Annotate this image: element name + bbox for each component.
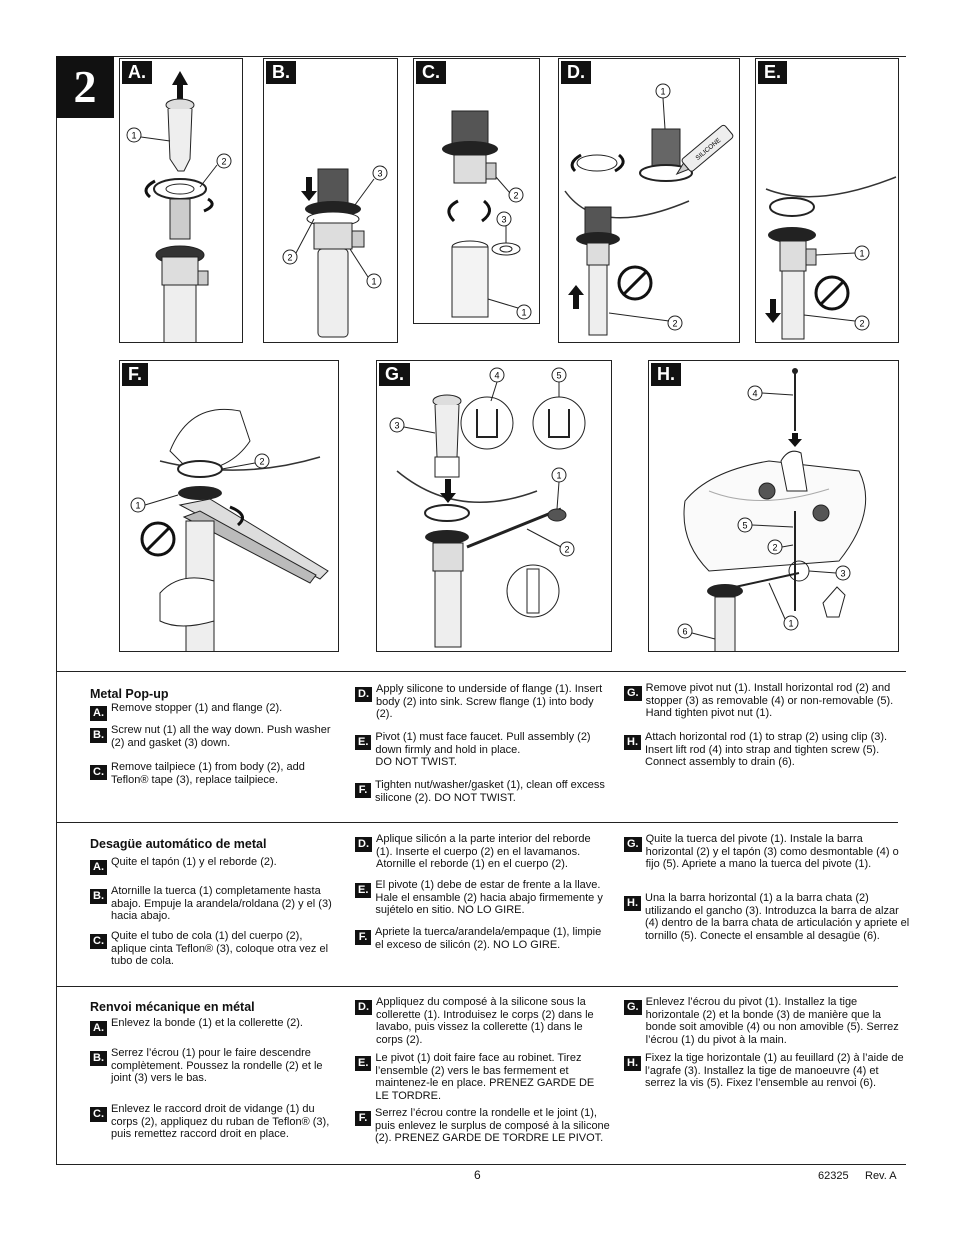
panel-g-callout-4: 4 [494,371,499,381]
step-number-badge: 2 [56,56,114,118]
illustration-remove-stopper: 1 2 [126,71,232,342]
french-step-d: D. Appliquez du composé à la silicone so… [355,996,610,1046]
panel-d-callout-2: 2 [672,319,677,329]
spanish-step-b: B. Atornille la tuerca (1) completamente… [90,885,340,923]
spanish-step-g: G. Quite la tuerca del pivote (1). Insta… [624,833,910,871]
spanish-step-h: H. Una la barra horizontal (1) a la barr… [624,892,910,942]
english-heading: Metal Pop-up [90,687,169,701]
badge-b: B. [90,728,107,743]
english-step-c: C. Remove tailpiece (1) from body (2), a… [90,761,340,786]
french-step-e: E. Le pivot (1) doit faire face au robin… [355,1052,610,1102]
panel-h-label: H. [651,363,681,386]
panel-f-callout-2: 2 [259,457,264,467]
panel-f-label: F. [122,363,149,386]
badge-e: E. [355,735,372,750]
panel-c-label: C. [416,61,446,84]
page-number: 6 [474,1168,481,1182]
illustration-install-horizontal-rod: 4 5 3 1 2 [389,367,586,648]
panel-f: 2 1 F. [119,360,339,652]
panel-h-callout-1: 1 [788,619,793,629]
spanish-heading: Desagüe automático de metal [90,837,267,851]
panel-a-callout-1: 1 [131,131,136,141]
panel-c: 2 3 1 C. [413,58,540,324]
illustration-apply-silicone: SILICONE 1 2 [564,83,734,336]
spanish-step-a: A. Quite el tapón (1) y el reborde (2). [90,856,340,875]
spanish-step-c: C. Quite el tubo de cola (1) del cuerpo … [90,930,340,968]
panel-h-callout-2: 2 [772,543,777,553]
panel-d-callout-1: 1 [660,87,665,97]
panel-g-callout-1: 1 [556,471,561,481]
panel-e-callout-1: 1 [859,249,864,259]
french-step-g: G. Enlevez l’écrou du pivot (1). Install… [624,996,910,1046]
badge-d: D. [355,687,372,702]
french-heading: Renvoi mécanique en métal [90,1000,255,1014]
panel-h-callout-5: 5 [742,521,747,531]
french-step-f: F. Serrez l’écrou contre la rondelle et … [355,1107,615,1145]
illustration-pull-assembly-down: 1 2 [765,176,897,340]
panel-h: 4 5 2 3 1 6 H. [648,360,899,652]
revision: Rev. A [865,1170,897,1182]
panel-f-callout-1: 1 [135,501,140,511]
panel-g-callout-3: 3 [394,421,399,431]
frame-top-rule [56,56,906,57]
badge-g: G. [624,686,642,701]
section-divider-spanish [56,986,898,987]
illustration-attach-lift-rod: 4 5 2 3 1 6 [677,368,867,651]
frame-bottom-rule [56,1164,906,1165]
section-divider-english [56,822,898,823]
panel-a-label: A. [122,61,152,84]
illustration-tighten-nut: 2 1 [130,408,329,651]
panel-e-label: E. [758,61,788,84]
english-step-a: A. Remove stopper (1) and flange (2). [90,702,340,721]
english-step-e: E. Pivot (1) must face faucet. Pull asse… [355,731,605,769]
model-number: 62325 [818,1170,849,1182]
illustration-remove-tailpiece: 2 3 1 [442,110,532,320]
english-step-g: G. Remove pivot nut (1). Install horizon… [624,682,910,720]
panel-b-callout-2: 2 [287,253,292,263]
section-divider-top [56,671,906,672]
french-step-c: C. Enlevez le raccord droit de vidange (… [90,1103,340,1141]
badge-h: H. [624,735,641,750]
panel-b-callout-3: 3 [377,169,382,179]
panel-e: 1 2 E. [755,58,899,343]
panel-b-label: B. [266,61,296,84]
english-step-h: H. Attach horizontal rod (1) to strap (2… [624,731,890,769]
english-step-d: D. Apply silicone to underside of flange… [355,683,605,721]
panel-d-label: D. [561,61,591,84]
english-step-b: B. Screw nut (1) all the way down. Push … [90,724,340,749]
panel-g-callout-2: 2 [564,545,569,555]
panel-g: 4 5 3 1 2 G. [376,360,612,652]
badge-a: A. [90,706,107,721]
badge-f: F. [355,783,371,798]
panel-a-callout-2: 2 [221,157,226,167]
panel-c-callout-1: 1 [521,308,526,318]
panel-h-callout-4: 4 [752,389,757,399]
illustration-screw-nut-down: 3 2 1 [282,165,388,338]
french-step-a: A. Enlevez la bonde (1) et la collerette… [90,1017,340,1036]
panel-a: 1 2 A. [119,58,243,343]
french-step-h: H. Fixez la tige horizontale (1) au feui… [624,1052,910,1090]
panel-g-label: G. [379,363,411,386]
badge-c: C. [90,765,107,780]
spanish-step-d: D. Aplique silicón a la parte interior d… [355,833,610,871]
panel-h-callout-3: 3 [840,569,845,579]
french-step-b: B. Serrez l’écrou (1) pour le faire desc… [90,1047,340,1085]
frame-left-rule [56,56,57,1164]
spanish-step-e: E. El pivote (1) debe de estar de frente… [355,879,610,917]
panel-h-callout-6: 6 [682,627,687,637]
panel-d: SILICONE 1 2 D. [558,58,740,343]
english-step-f: F. Tighten nut/washer/gasket (1), clean … [355,779,605,804]
panel-c-callout-3: 3 [501,215,506,225]
panel-e-callout-2: 2 [859,319,864,329]
spanish-step-f: F. Apriete la tuerca/arandela/empaque (1… [355,926,610,951]
panel-g-callout-5: 5 [556,371,561,381]
panel-c-callout-2: 2 [513,191,518,201]
panel-b-callout-1: 1 [371,277,376,287]
panel-b: 3 2 1 B. [263,58,398,343]
